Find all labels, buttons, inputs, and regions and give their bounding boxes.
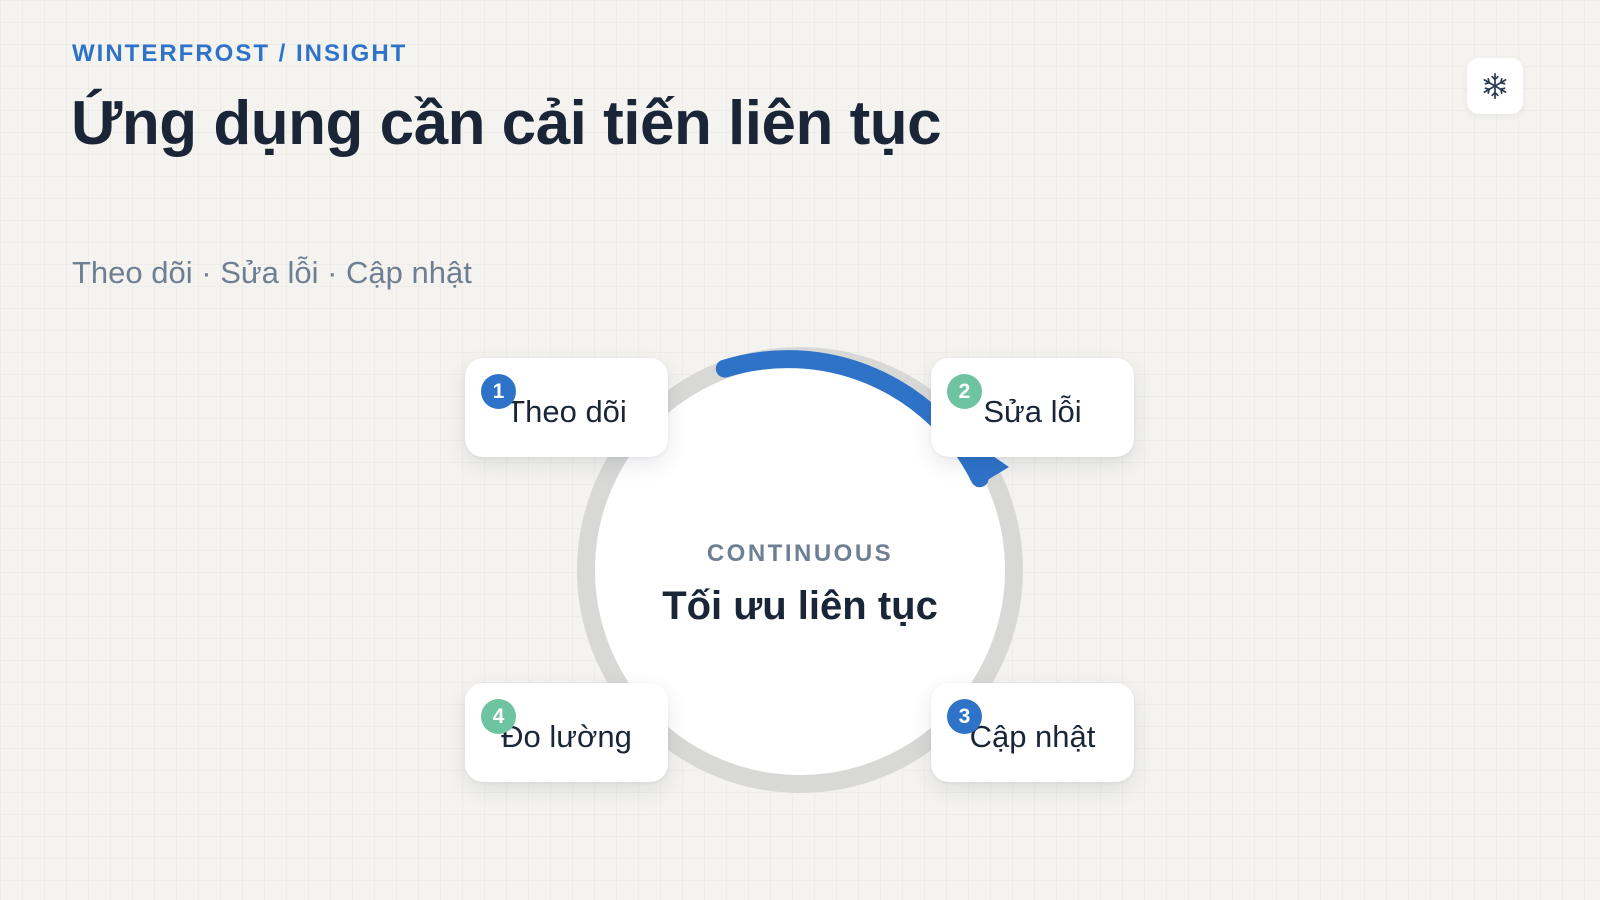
step-card-theo-doi[interactable]: 1 Theo dõi (465, 358, 668, 457)
logo-tile (1467, 58, 1523, 114)
step-badge-1: 1 (481, 374, 516, 409)
step-badge-2: 2 (947, 374, 982, 409)
step-card-do-luong[interactable]: 4 Đo lường (465, 683, 668, 782)
hub-label: CONTINUOUS Tối ưu liên tục (600, 540, 1000, 629)
eyebrow-label: WINTERFROST / INSIGHT (72, 40, 408, 67)
hub-eyebrow: CONTINUOUS (706, 540, 894, 567)
step-card-sua-loi[interactable]: 2 Sửa lỗi (931, 358, 1134, 457)
page-title: Ứng dụng cần cải tiến liên tục (71, 89, 942, 158)
step-badge-3: 3 (947, 699, 982, 734)
step-label: Cập nhật (969, 718, 1096, 754)
step-badge-4: 4 (481, 699, 516, 734)
step-label: Theo dõi (506, 393, 627, 429)
step-label: Đo lường (501, 718, 632, 754)
page-subtitle: Theo dõi · Sửa lỗi · Cập nhật (72, 255, 472, 290)
hub-title: Tối ưu liên tục (662, 584, 938, 628)
step-label: Sửa lỗi (983, 393, 1082, 429)
step-card-cap-nhat[interactable]: 3 Cập nhật (931, 683, 1134, 782)
snowflake-icon (1483, 72, 1507, 100)
